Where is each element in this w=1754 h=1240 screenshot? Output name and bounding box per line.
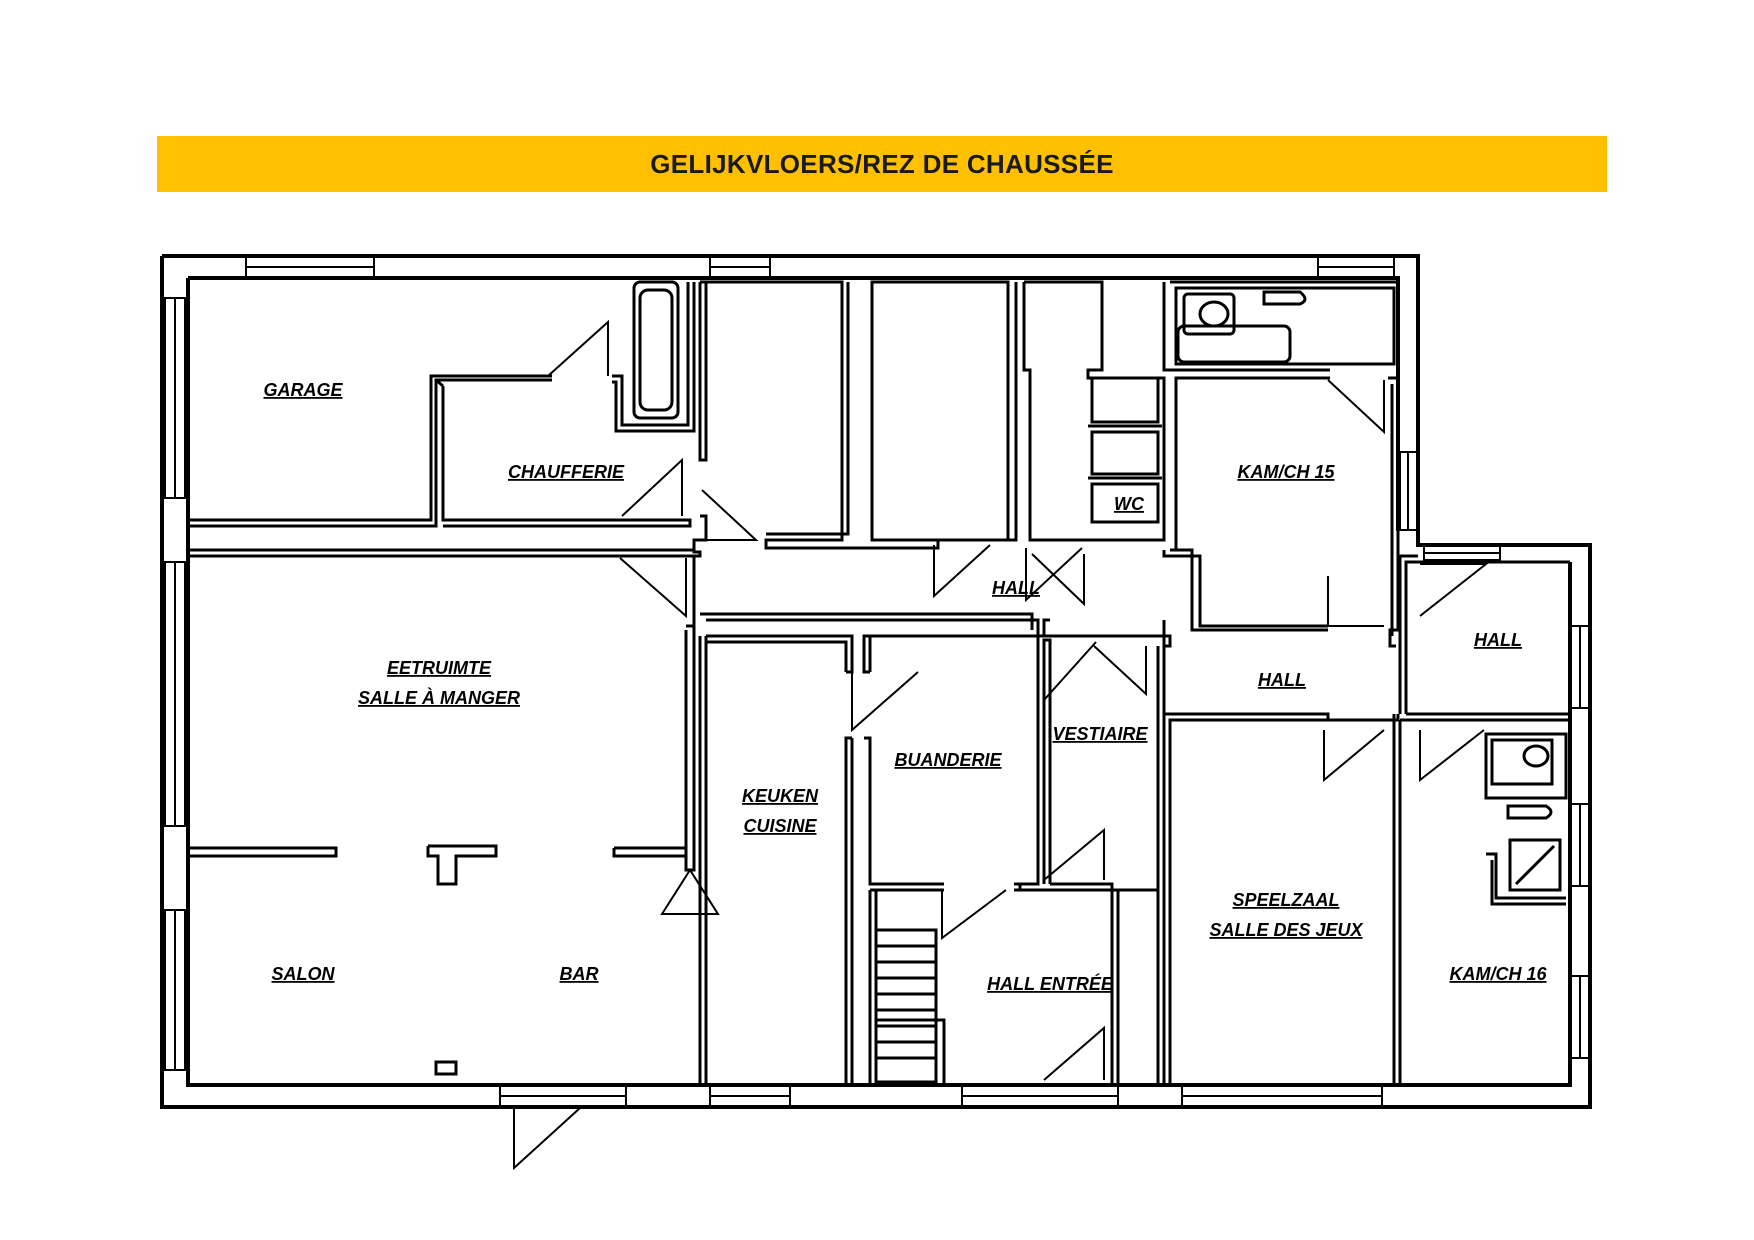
label-hall-entree: HALL ENTRÉE <box>987 973 1114 994</box>
label-hall-top: HALL <box>992 578 1040 598</box>
label-keuken-fr: CUISINE <box>743 816 817 836</box>
label-speelzaal-nl: SPEELZAAL <box>1232 890 1339 910</box>
label-kam16: KAM/CH 16 <box>1449 964 1547 984</box>
label-wc: WC <box>1114 494 1145 514</box>
label-keuken-nl: KEUKEN <box>742 786 819 806</box>
room-labels: GARAGE CHAUFFERIE KAM/CH 15 WC HALL EETR… <box>263 380 1547 994</box>
label-eetruimte-nl: EETRUIMTE <box>387 658 492 678</box>
label-hall-right: HALL <box>1474 630 1522 650</box>
label-vestiaire: VESTIAIRE <box>1052 724 1148 744</box>
label-buanderie: BUANDERIE <box>894 750 1002 770</box>
label-garage: GARAGE <box>263 380 343 400</box>
title-banner: GELIJKVLOERS/REZ DE CHAUSSÉE <box>157 136 1607 192</box>
interior-walls <box>186 280 1570 1085</box>
windows <box>164 256 1590 1107</box>
label-chaufferie: CHAUFFERIE <box>508 462 625 482</box>
doors <box>513 319 1489 1171</box>
floor-title: GELIJKVLOERS/REZ DE CHAUSSÉE <box>650 148 1114 179</box>
staircase <box>874 928 938 1084</box>
label-kam15: KAM/CH 15 <box>1237 462 1335 482</box>
label-bar: BAR <box>560 964 599 984</box>
label-speelzaal-fr: SALLE DES JEUX <box>1209 920 1363 940</box>
label-hall-mid: HALL <box>1258 670 1306 690</box>
label-eetruimte-fr: SALLE À MANGER <box>358 687 520 708</box>
label-salon: SALON <box>272 964 336 984</box>
